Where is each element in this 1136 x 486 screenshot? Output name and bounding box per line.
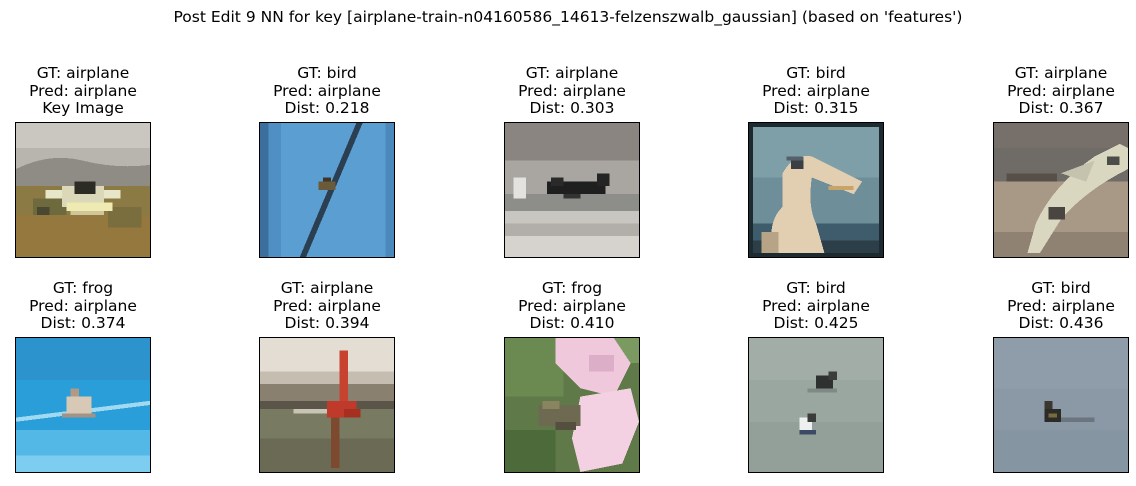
- gt-label: GT: airplane: [1014, 64, 1108, 82]
- gt-label: GT: frog: [52, 279, 114, 297]
- key-image-label: Key Image: [42, 99, 124, 118]
- panel-caption: GT: airplane Pred: airplane Dist: 0.367: [931, 64, 1136, 118]
- dist-label: Dist: 0.374: [40, 314, 126, 333]
- frog-in-hand-image: [504, 337, 640, 473]
- pred-label: Pred: airplane: [518, 81, 626, 100]
- gt-label: GT: bird: [297, 64, 357, 82]
- dist-label: Dist: 0.394: [284, 314, 370, 333]
- pred-label: Pred: airplane: [762, 81, 870, 100]
- figure-title: Post Edit 9 NN for key [airplane-train-n…: [173, 8, 963, 26]
- pred-label: Pred: airplane: [29, 81, 137, 100]
- panel-caption: GT: airplane Pred: airplane Dist: 0.394: [197, 279, 457, 333]
- panel-caption: GT: bird Pred: airplane Dist: 0.436: [931, 279, 1136, 333]
- pred-label: Pred: airplane: [273, 296, 381, 315]
- pred-label: Pred: airplane: [1007, 81, 1115, 100]
- airplane-runway-image: [504, 122, 640, 258]
- gt-label: GT: airplane: [36, 64, 130, 82]
- red-airplane-image: [259, 337, 395, 473]
- gt-label: GT: bird: [786, 64, 846, 82]
- gt-label: GT: airplane: [525, 64, 619, 82]
- pred-label: Pred: airplane: [29, 296, 137, 315]
- pred-label: Pred: airplane: [1007, 296, 1115, 315]
- pred-label: Pred: airplane: [762, 296, 870, 315]
- bird-sky-image: [259, 122, 395, 258]
- gt-label: GT: airplane: [280, 279, 374, 297]
- seaplane-image: [15, 337, 151, 473]
- pred-label: Pred: airplane: [518, 296, 626, 315]
- panel-caption: GT: frog Pred: airplane Dist: 0.410: [442, 279, 702, 333]
- panel-caption: GT: bird Pred: airplane Dist: 0.425: [686, 279, 946, 333]
- gt-label: GT: frog: [541, 279, 603, 297]
- birds-on-water-image: [748, 337, 884, 473]
- panel-caption: GT: bird Pred: airplane Dist: 0.218: [197, 64, 457, 118]
- dist-label: Dist: 0.436: [1018, 314, 1104, 333]
- airplane-tarmac-image: [993, 122, 1129, 258]
- pelican-image: [748, 122, 884, 258]
- dist-label: Dist: 0.367: [1018, 99, 1104, 118]
- key-airplane-image: [15, 122, 151, 258]
- dist-label: Dist: 0.315: [773, 99, 859, 118]
- dist-label: Dist: 0.303: [529, 99, 615, 118]
- panel-caption: GT: airplane Pred: airplane Dist: 0.303: [442, 64, 702, 118]
- gt-label: GT: bird: [786, 279, 846, 297]
- panel-caption: GT: bird Pred: airplane Dist: 0.315: [686, 64, 946, 118]
- dist-label: Dist: 0.410: [529, 314, 615, 333]
- duck-on-water-image: [993, 337, 1129, 473]
- dist-label: Dist: 0.218: [284, 99, 370, 118]
- pred-label: Pred: airplane: [273, 81, 381, 100]
- gt-label: GT: bird: [1031, 279, 1091, 297]
- panel-caption: GT: airplane Pred: airplane Key Image: [0, 64, 213, 118]
- panel-caption: GT: frog Pred: airplane Dist: 0.374: [0, 279, 213, 333]
- dist-label: Dist: 0.425: [773, 314, 859, 333]
